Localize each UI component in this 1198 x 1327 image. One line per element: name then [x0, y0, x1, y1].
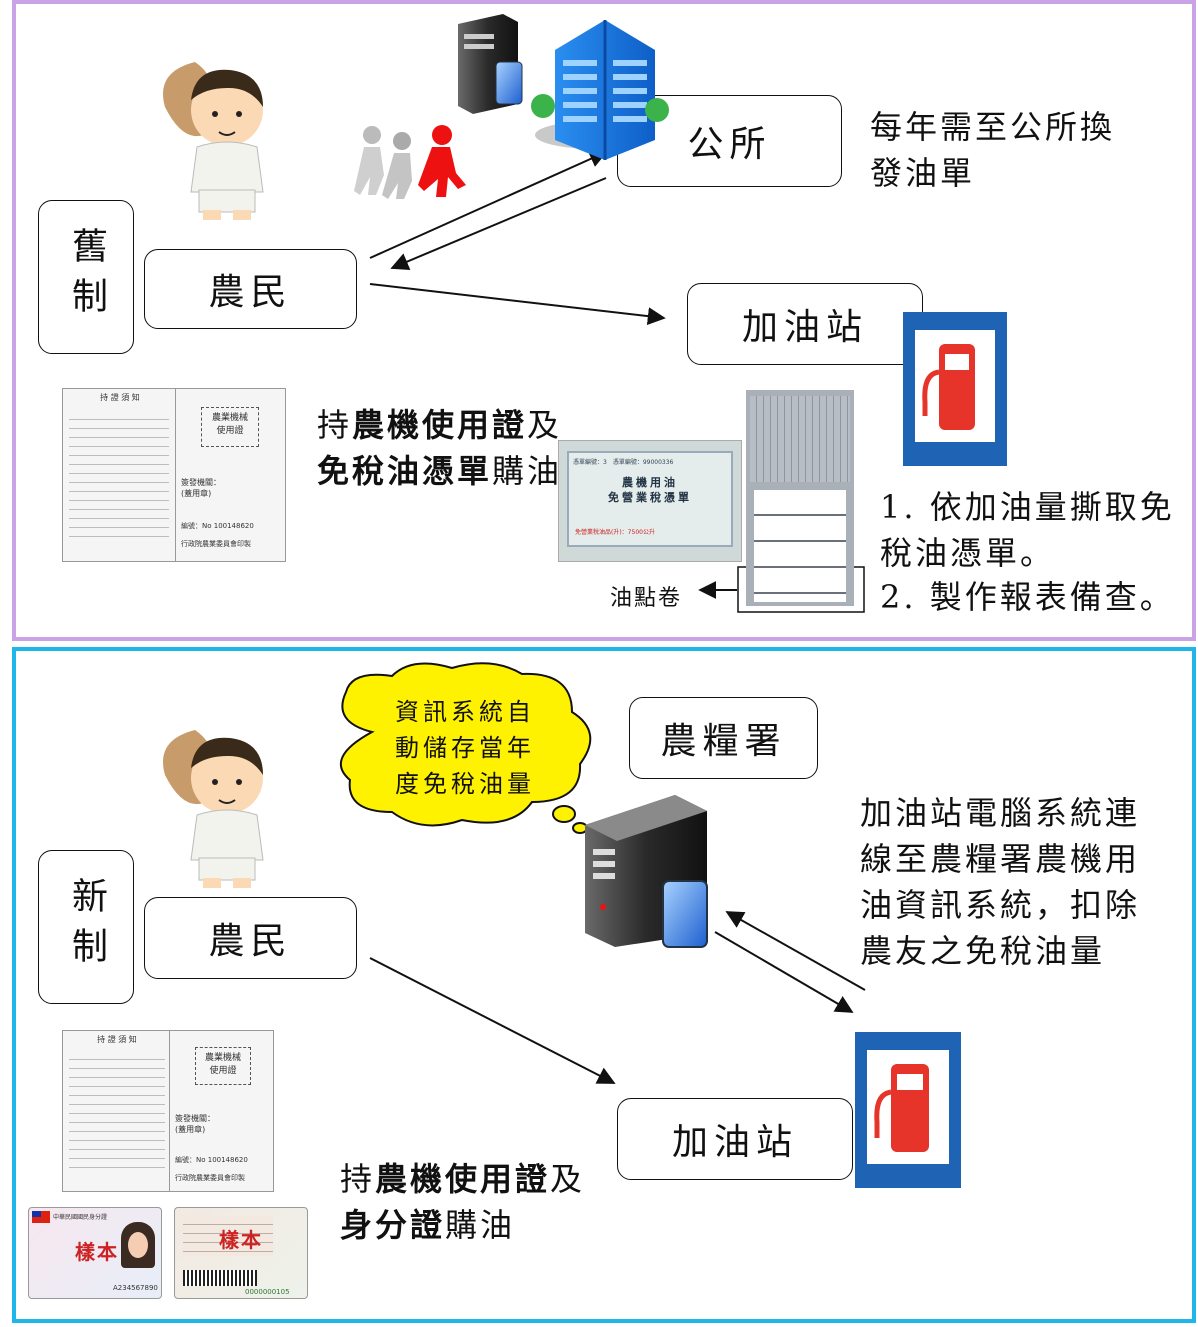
step-1-text: 1. 依加油量撕取免 稅油憑單。: [880, 488, 1175, 572]
office-note: 每年需至公所換 發油單: [870, 108, 1116, 192]
arrow-farmer-to-office: [369, 150, 608, 259]
machinery-card-new: 持 證 須 知 農業機械 使用證 簽發機關： (蓋用章) 編號：No 10014…: [62, 1030, 274, 1192]
system-note: 加油站電腦系統連 線至農糧署農機用 油資訊系統，扣除 農友之免稅油量: [860, 794, 1141, 970]
step-2-text: 2. 製作報表備查。: [880, 578, 1175, 616]
old-farmer-box: 農民: [144, 249, 357, 329]
fuel-pump-icon-new: [855, 1032, 961, 1188]
fuel-pump-icon-old: [903, 312, 1007, 466]
farmer-illustration-new: [163, 730, 264, 888]
old-station-box: 加油站: [687, 283, 923, 365]
arrow-station-to-server: [725, 911, 866, 991]
id-card-back: 樣本 0000000105: [174, 1207, 308, 1299]
arrow-new-farmer-to-station: [369, 957, 616, 1084]
running-people-icon: [354, 125, 466, 199]
old-system-label: 舊制: [38, 200, 134, 354]
new-system-label: 新制: [38, 850, 134, 1004]
arrow-office-to-farmer: [390, 177, 607, 271]
cloud-text: 資訊系統自 動儲存當年 度免稅油量: [395, 698, 535, 798]
coupon-label: 油點卷: [610, 586, 683, 611]
machinery-card-old: 持 證 須 知 農業機械 使用證 簽發機關： (蓋用章) 編號：No 10014…: [62, 388, 286, 562]
id-card-front: 中華民國國民身分證 樣本 A234567890: [28, 1207, 162, 1299]
office-building-icon: [531, 20, 669, 160]
farmer-illustration-old: [163, 62, 264, 220]
old-purchase-text: 持農機使用證及免稅油憑單購油: [317, 406, 563, 490]
arrow-farmer-to-station: [369, 283, 666, 326]
server-icon-new: [585, 795, 708, 948]
new-farmer-box: 農民: [144, 897, 357, 979]
agency-box: 農糧署: [629, 697, 818, 779]
arrow-server-to-station: [714, 931, 854, 1013]
coupon-book-photo: [746, 390, 854, 606]
new-purchase-text: 持農機使用證及身分證購油: [340, 1160, 586, 1244]
thought-cloud: [339, 662, 592, 834]
server-icon-old: [458, 14, 523, 114]
new-station-box: 加油站: [617, 1098, 853, 1180]
fuel-ticket-photo: 憑單編號：3 憑單編號：99000336 農機用油 免營業稅憑單 免營業稅油品(…: [558, 440, 742, 562]
